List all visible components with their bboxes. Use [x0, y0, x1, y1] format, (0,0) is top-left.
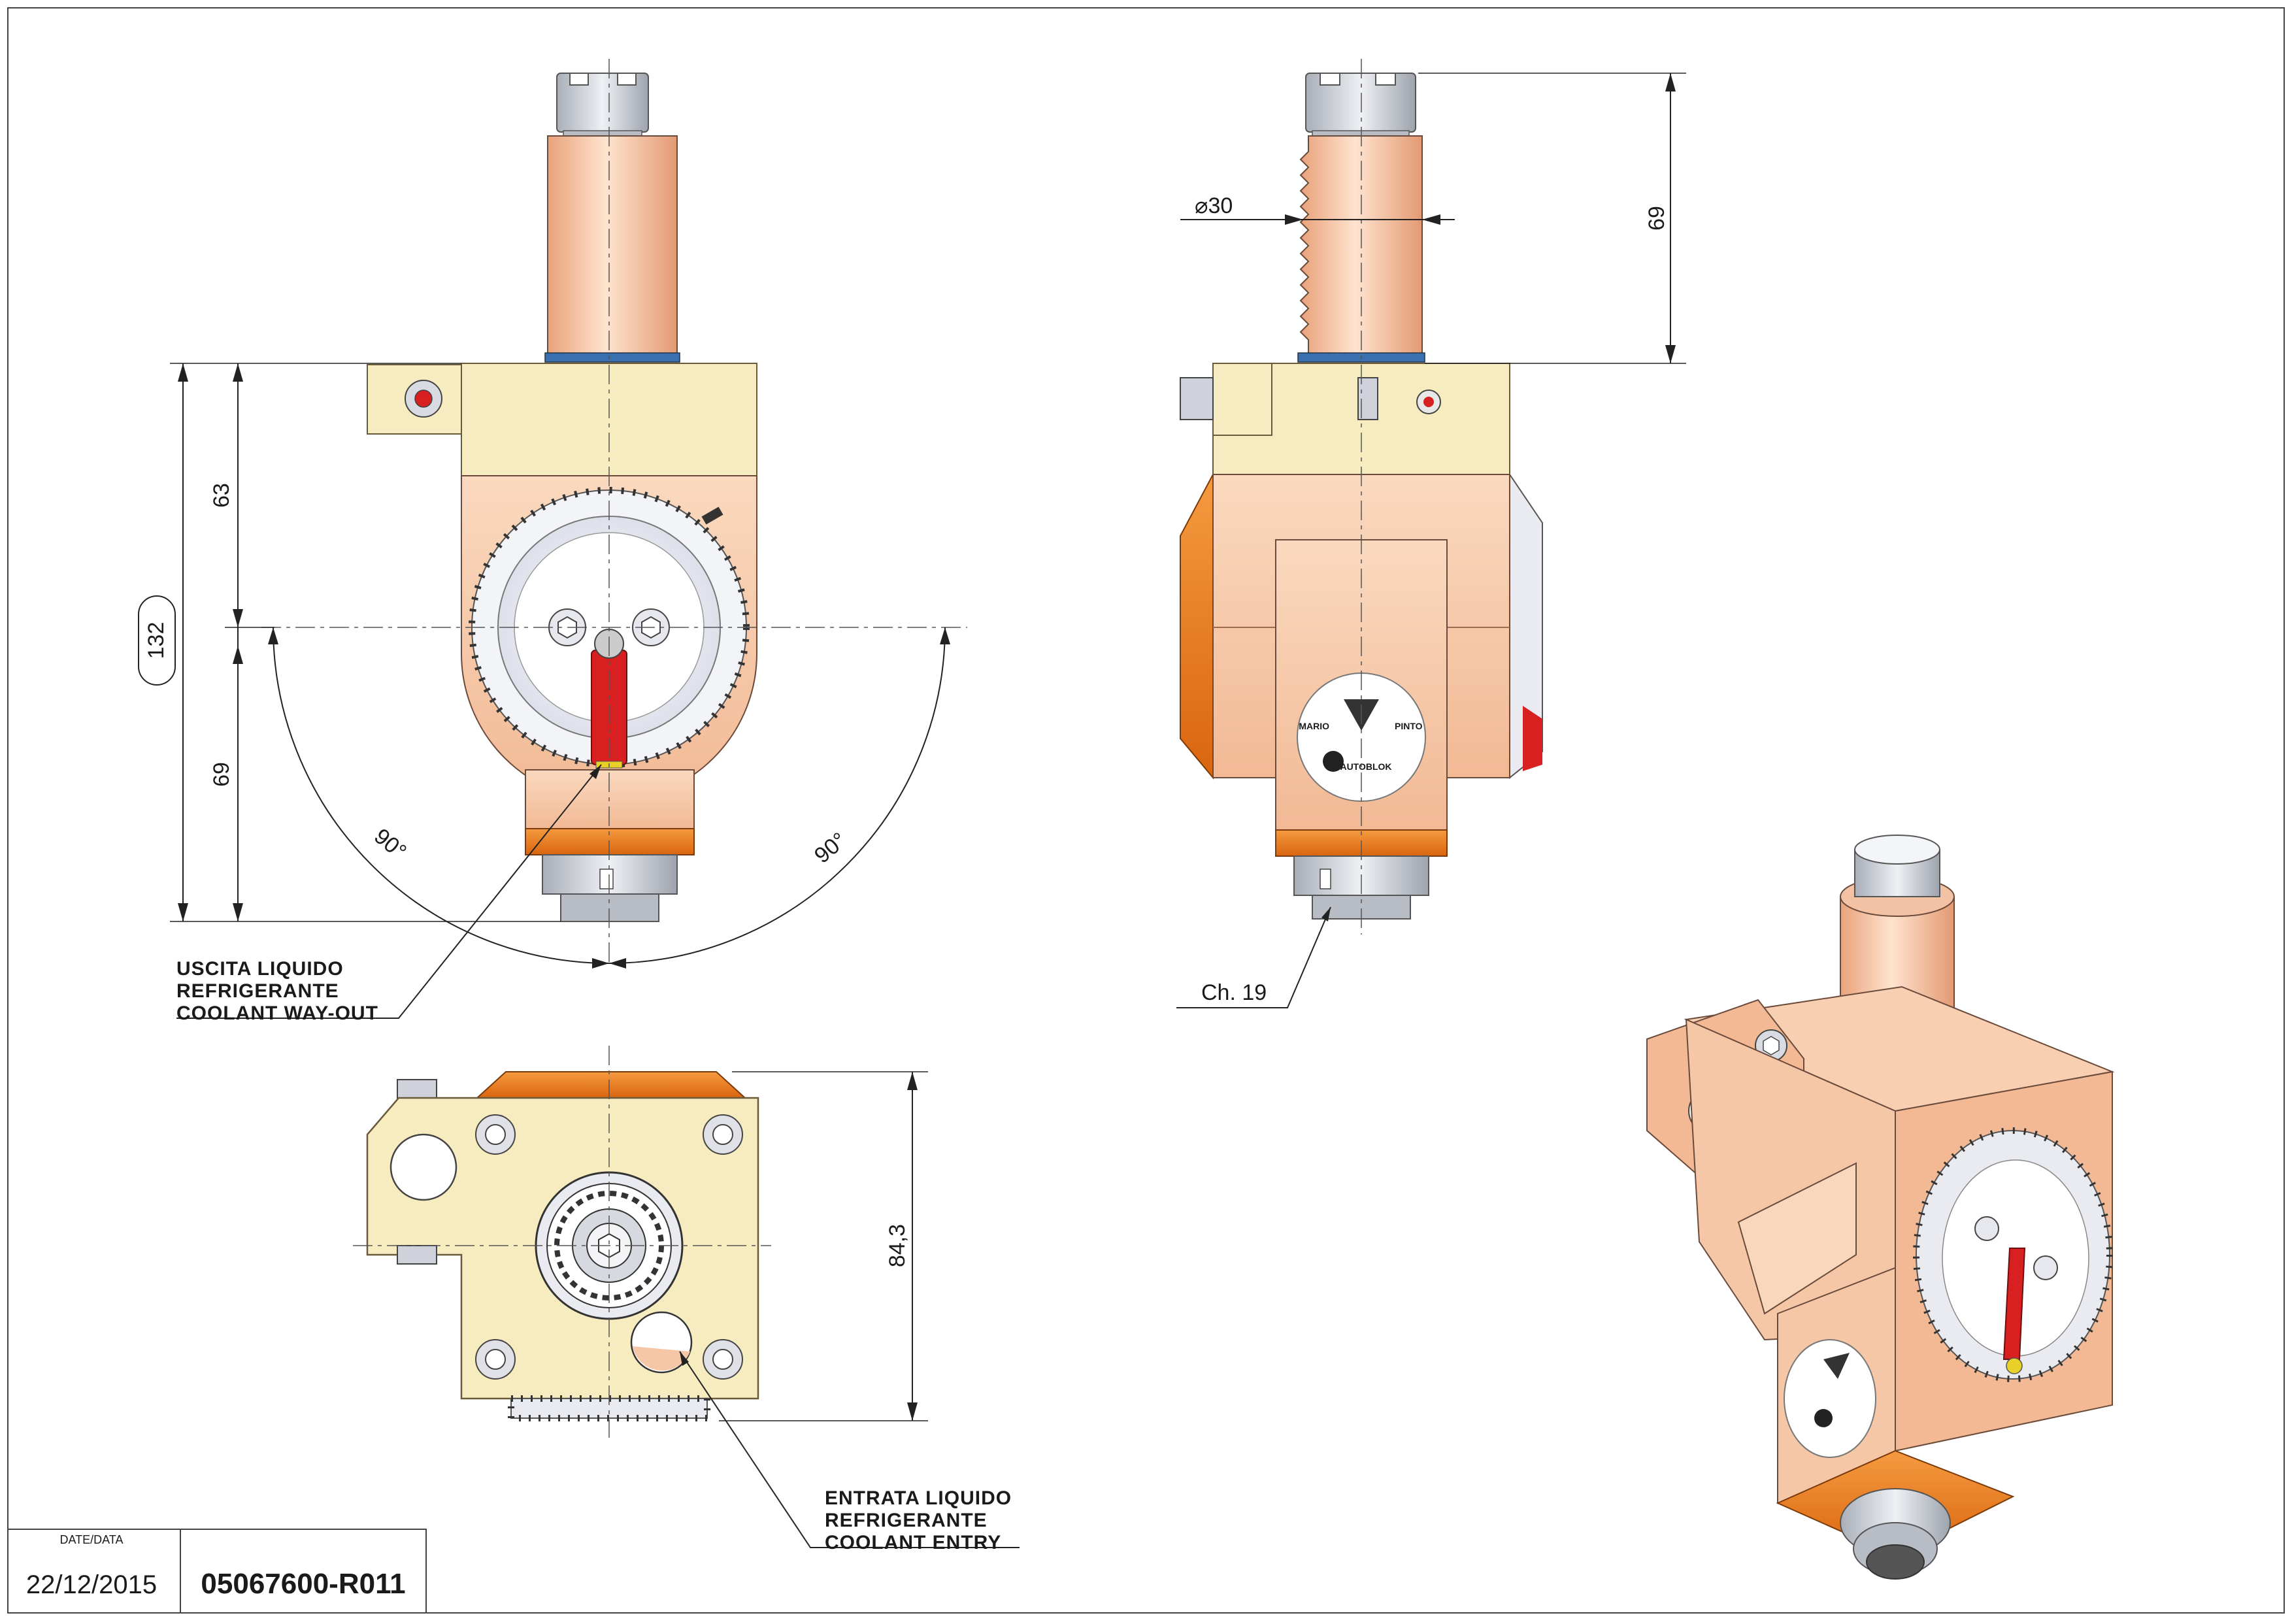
note-outlet-line2: REFRIGERANTE — [176, 980, 339, 1002]
drawing-code: 05067600-R011 — [201, 1568, 405, 1600]
dim-shank-length: 69 — [1644, 206, 1669, 231]
dim-shank-diameter: ⌀30 — [1195, 193, 1233, 218]
title-block: DATE/DATA 22/12/2015 05067600-R011 — [7, 1529, 427, 1614]
autoblok-logo-icon — [1323, 751, 1344, 772]
sheet-border — [7, 7, 2285, 1614]
dim-lower-height: 69 — [209, 762, 234, 787]
note-outlet-line3: COOLANT WAY-OUT — [176, 1003, 378, 1024]
dim-angle-right: 90° — [810, 827, 852, 868]
dim-nut-chamfer: Ch. 19 — [1201, 980, 1267, 1005]
note-inlet-line1: ENTRATA LIQUIDO — [825, 1487, 1012, 1509]
logo-partner: AUTOBLOK — [1340, 761, 1391, 772]
logo-brand-right: PINTO — [1395, 721, 1423, 731]
isometric-view — [1646, 835, 2115, 1580]
date-label: DATE/DATA — [59, 1533, 123, 1546]
note-inlet-line2: REFRIGERANTE — [825, 1510, 988, 1531]
front-view — [138, 59, 967, 1019]
dim-width-bottom: 84,3 — [885, 1224, 910, 1267]
note-inlet-line3: COOLANT ENTRY — [825, 1532, 1001, 1553]
logo-brand-left: MARIO — [1299, 721, 1329, 731]
dim-upper-height: 63 — [209, 483, 234, 508]
dim-overall-height: 132 — [144, 622, 169, 659]
dim-angle-left: 90° — [369, 823, 411, 864]
bottom-view — [353, 1046, 1020, 1548]
note-outlet-line1: USCITA LIQUIDO — [176, 958, 344, 980]
side-view: MARIO PINTO AUTOBLOK — [1176, 59, 1686, 1008]
drawing-date: 22/12/2015 — [26, 1570, 157, 1599]
